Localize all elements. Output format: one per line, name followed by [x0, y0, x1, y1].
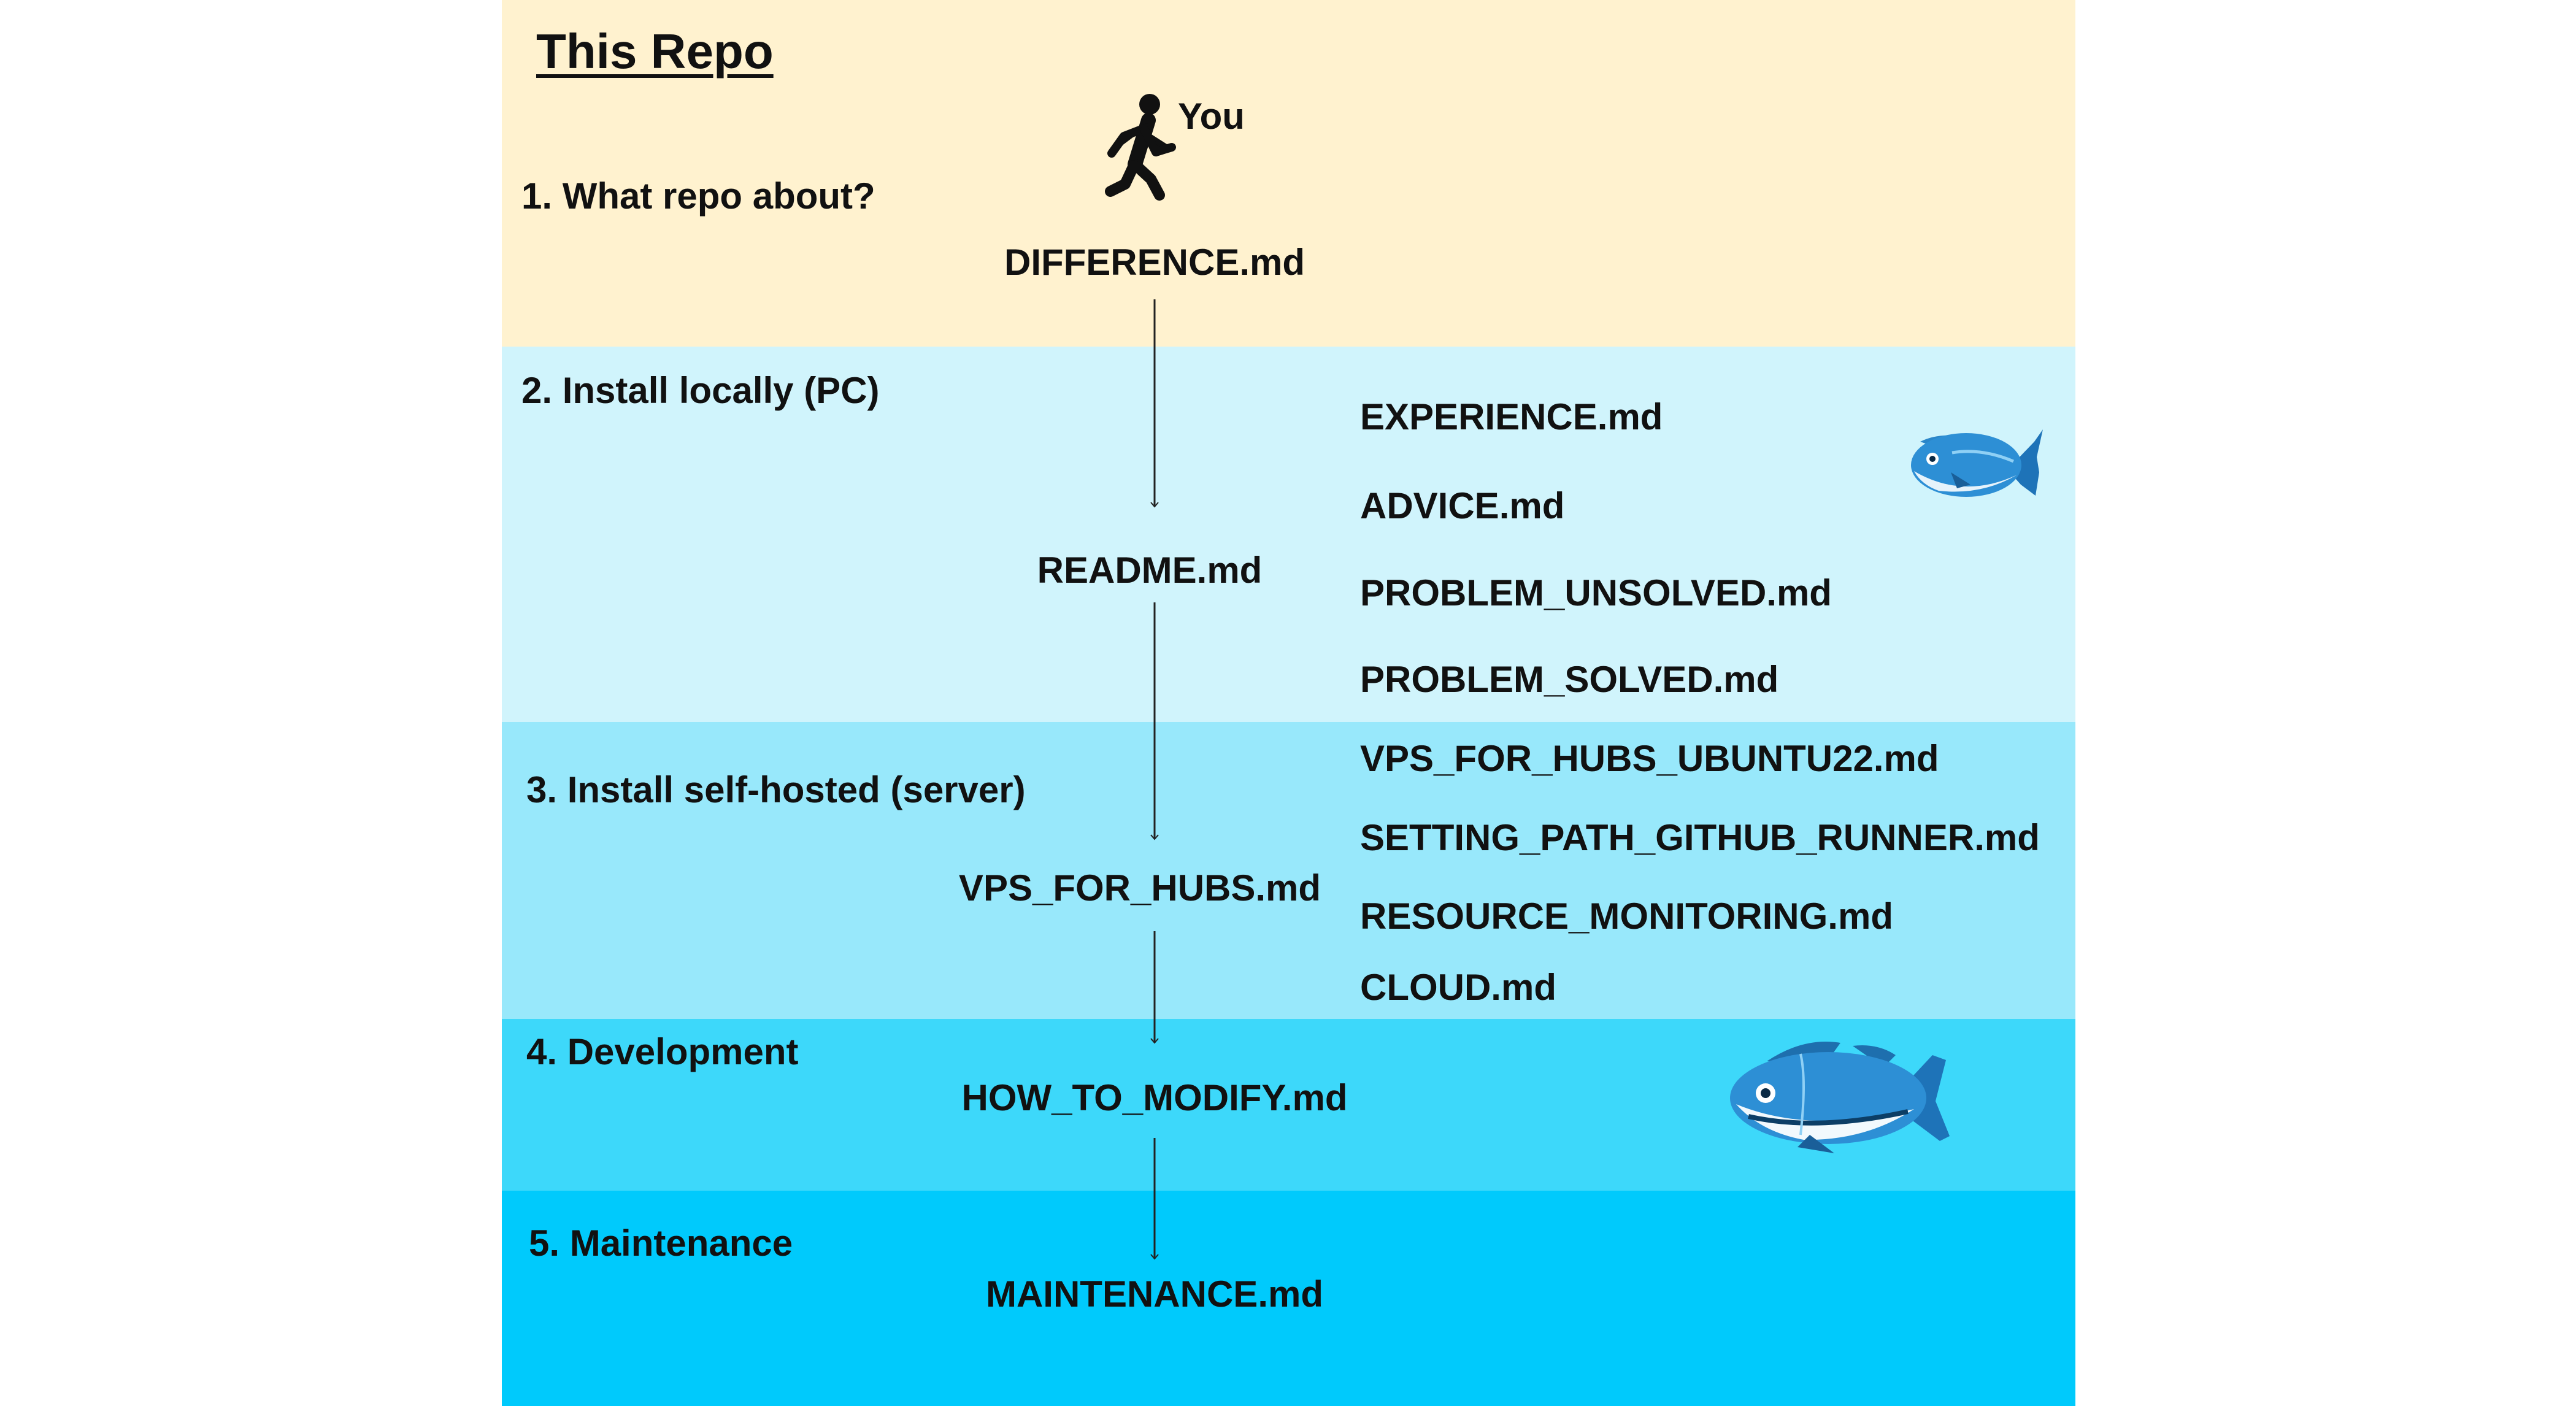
doc-vps-ubuntu22: VPS_FOR_HUBS_UBUNTU22.md — [1360, 738, 1939, 779]
stage-label-3: 3. Install self-hosted (server) — [526, 769, 1026, 810]
doc-problem-unsolved: PROBLEM_UNSOLVED.md — [1360, 572, 1832, 613]
stage-band-1 — [502, 0, 2075, 347]
doc-readme: README.md — [1037, 550, 1263, 591]
person-walking-icon — [1105, 94, 1176, 201]
person-label: You — [1178, 96, 1245, 137]
doc-resource-monitoring: RESOURCE_MONITORING.md — [1360, 896, 1893, 937]
stage-band-5 — [502, 1191, 2075, 1406]
doc-vps-for-hubs: VPS_FOR_HUBS.md — [958, 867, 1321, 909]
doc-advice: ADVICE.md — [1360, 485, 1565, 526]
stage-band-3 — [502, 722, 2075, 1019]
stage-label-2: 2. Install locally (PC) — [521, 370, 880, 411]
doc-problem-solved: PROBLEM_SOLVED.md — [1360, 659, 1779, 700]
stage-label-4: 4. Development — [526, 1031, 799, 1072]
stage-band-2 — [502, 347, 2075, 722]
large-fish-icon — [1730, 1042, 1950, 1153]
small-fish-icon — [1911, 429, 2043, 497]
stage-label-5: 5. Maintenance — [529, 1223, 793, 1264]
doc-setting-path-github-runner: SETTING_PATH_GITHUB_RUNNER.md — [1360, 817, 2040, 858]
doc-experience: EXPERIENCE.md — [1360, 396, 1663, 437]
stage-label-1: 1. What repo about? — [521, 175, 875, 217]
doc-cloud: CLOUD.md — [1360, 967, 1556, 1008]
doc-maintenance: MAINTENANCE.md — [986, 1273, 1323, 1315]
doc-how-to-modify: HOW_TO_MODIFY.md — [961, 1077, 1348, 1118]
doc-difference: DIFFERENCE.md — [1004, 242, 1305, 283]
diagram-title: This Repo — [536, 24, 774, 79]
